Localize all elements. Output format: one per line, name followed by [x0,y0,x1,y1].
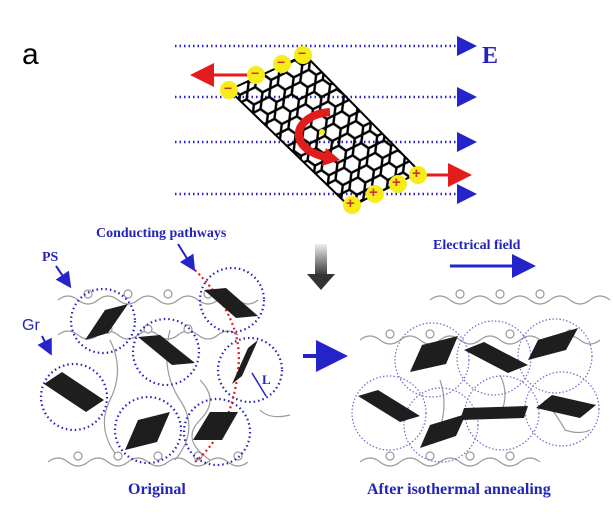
positive-charge-sign: + [412,165,421,182]
process-down-arrow [307,244,335,290]
rotation-arrow [294,108,331,162]
positive-charge-sign: + [369,184,378,201]
negative-charge-sign: − [224,80,233,96]
field-label: E [482,43,499,69]
conducting-pathways-label: Conducting pathways [96,226,227,241]
left-flakes [44,288,258,450]
negative-charge-sign: − [251,65,260,81]
left-circles [39,266,284,467]
negative-charges [220,46,312,99]
gr-label: Gr [22,317,40,334]
negative-charge-sign: − [277,54,286,70]
positive-charges [343,166,427,214]
original-caption: Original [128,481,186,498]
right-flakes [358,328,596,448]
panel-label: a [22,38,39,71]
ps-label: PS [42,250,59,265]
positive-charge-sign: + [392,174,401,191]
negative-charge-sign: − [298,45,307,61]
positive-charge-sign: + [346,195,355,212]
l-label: L [262,372,271,387]
electrical-field-label: Electrical field [433,238,521,253]
annealed-caption: After isothermal annealing [367,481,551,498]
